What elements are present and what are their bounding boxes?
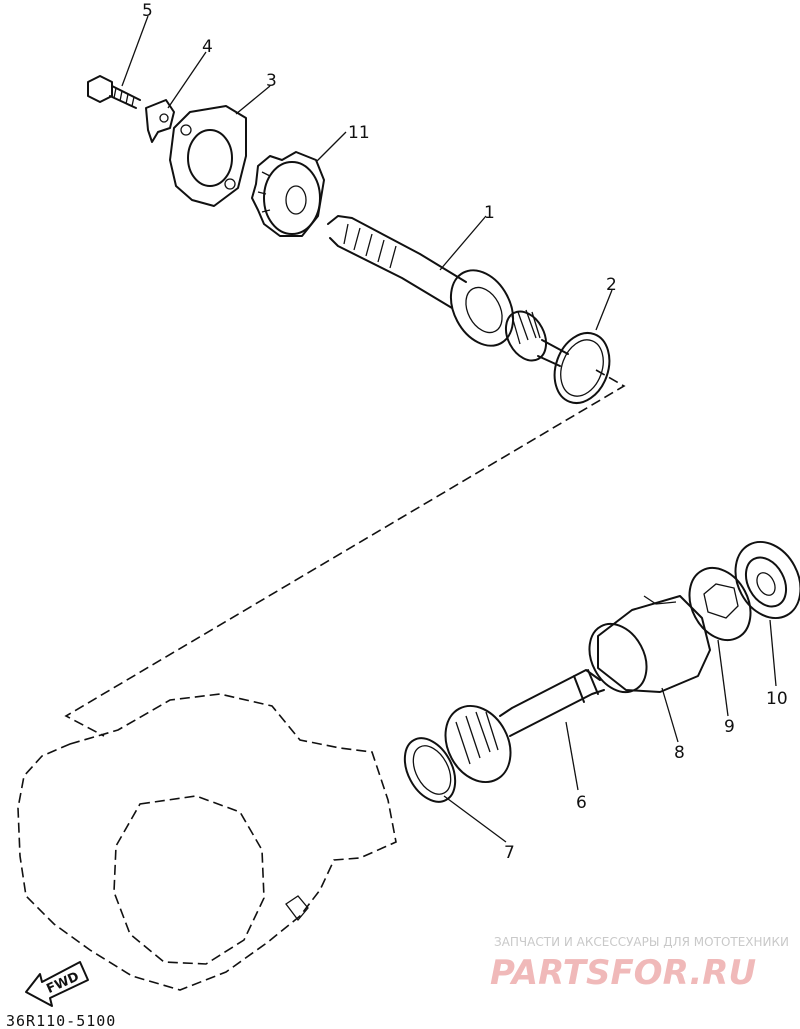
callout-7: 7 (504, 843, 515, 863)
assembly-dash-line (64, 369, 626, 737)
watermark-tagline: ЗАПЧАСТИ И АКСЕССУАРЫ ДЛЯ МОТОТЕХНИКИ (494, 935, 789, 949)
callout-5: 5 (142, 1, 153, 21)
callout-3: 3 (266, 71, 277, 91)
callout-11: 11 (348, 123, 370, 143)
callout-8: 8 (674, 743, 685, 763)
part-5-bolt (87, 75, 141, 109)
part-4-bracket (145, 99, 175, 143)
leader-lines (121, 15, 777, 843)
fwd-arrow: FWD (25, 961, 89, 1007)
part-8-coupling-sleeve (588, 595, 711, 694)
part-1-drive-shaft (327, 215, 569, 367)
part-10-bearing (734, 540, 800, 620)
part-7-shim-ring (403, 737, 457, 803)
part-9-nut (688, 566, 752, 642)
callout-9: 9 (724, 717, 735, 737)
part-2-shim-ring (553, 332, 611, 404)
callout-2: 2 (606, 275, 617, 295)
callout-4: 4 (202, 37, 213, 57)
callout-10: 10 (766, 689, 788, 709)
callout-1: 1 (484, 203, 495, 223)
reference-code: 36R110-5100 (6, 1012, 116, 1029)
callout-6: 6 (576, 793, 587, 813)
part-3-retainer-plate (169, 105, 247, 207)
watermark-brand: PARTSFOR.RU (490, 953, 756, 993)
crankcase-outline (17, 693, 397, 991)
part-6-driven-shaft (444, 669, 605, 784)
part-11-bearing-retainer (251, 151, 325, 237)
